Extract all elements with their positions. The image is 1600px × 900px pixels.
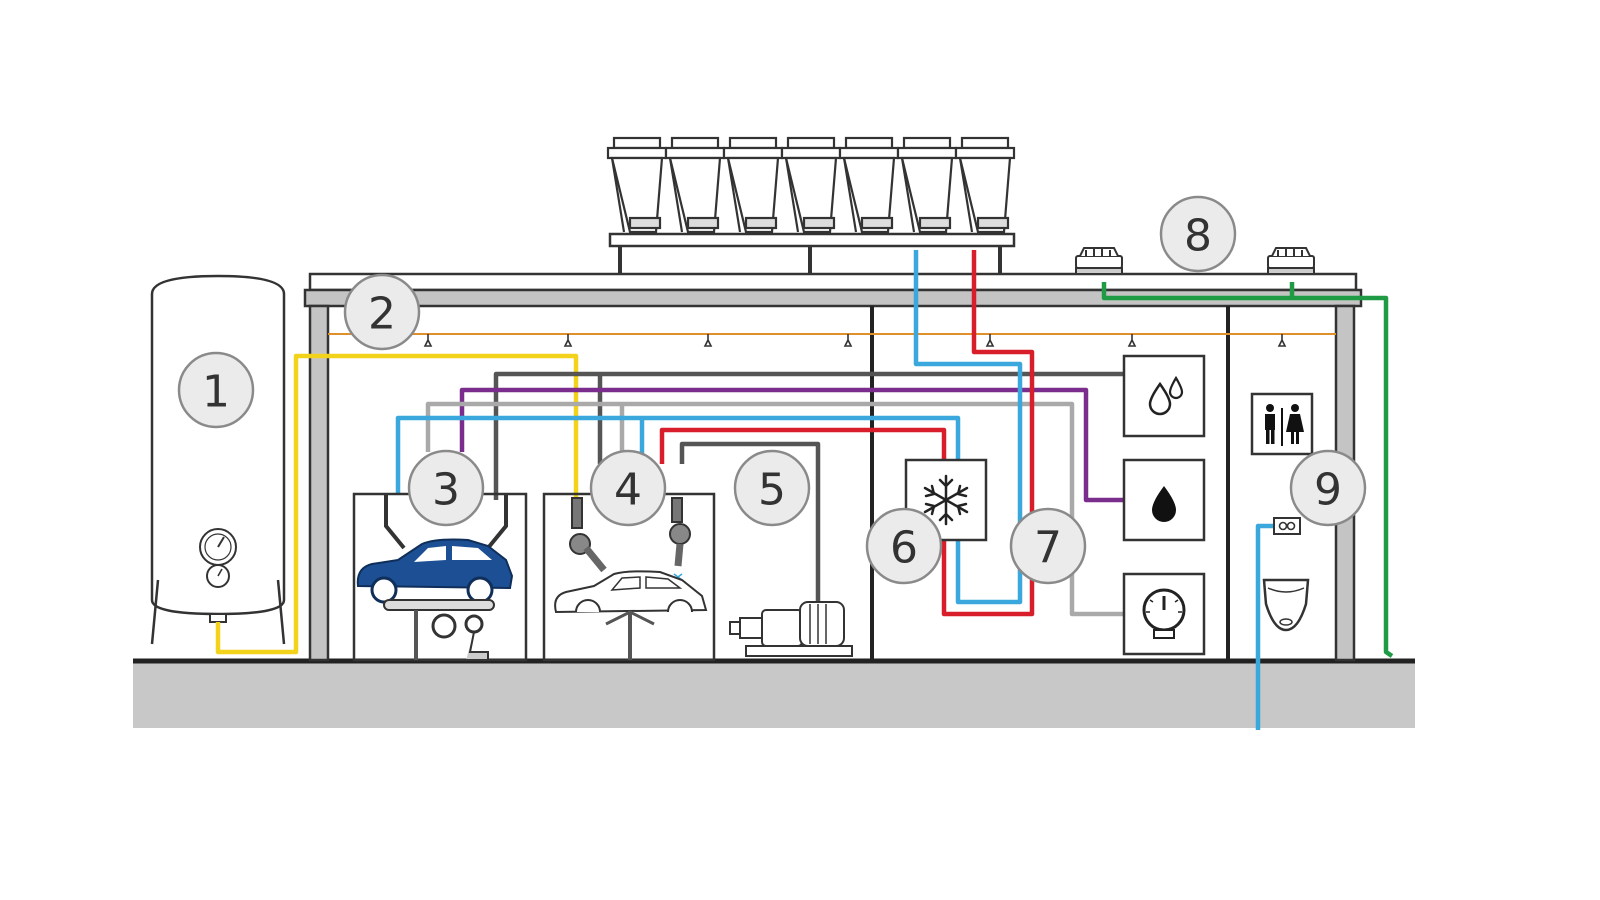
- badge-4: 4: [589, 449, 667, 527]
- droplet-icon: [1122, 458, 1206, 542]
- pressure-tank-icon: [150, 274, 286, 645]
- pipe-purple: [459, 387, 1124, 503]
- badge-label-5: 5: [758, 465, 786, 516]
- badge-1: 1: [177, 351, 255, 429]
- pipe-dark-gray-1: [493, 371, 1124, 500]
- pipe-red: [659, 250, 1035, 617]
- pipe-blue-water: [1255, 523, 1274, 730]
- motor-icon: [729, 601, 853, 657]
- badge-6: 6: [865, 507, 943, 585]
- badge-label-9: 9: [1314, 465, 1342, 516]
- cooling-tower-icon: [606, 136, 1016, 274]
- badge-2: 2: [343, 273, 421, 351]
- sprinkler-heads: [423, 334, 1287, 347]
- ground-slab: [133, 660, 1415, 728]
- badge-label-8: 8: [1184, 211, 1212, 262]
- left-wall: [308, 304, 330, 662]
- roof-fan-icon: [1075, 247, 1123, 275]
- roof-top: [308, 272, 1358, 292]
- pipe-blue-1: [395, 250, 1023, 605]
- water-meter-icon: [1273, 517, 1301, 535]
- badge-label-1: 1: [202, 367, 230, 418]
- badge-label-4: 4: [614, 465, 642, 516]
- car-icon: [356, 538, 514, 661]
- droplets-icon: [1122, 354, 1206, 438]
- badge-label-2: 2: [368, 289, 396, 340]
- roof-fan-icon: [1267, 247, 1315, 275]
- restroom-icon: [1250, 392, 1314, 456]
- pipe-network: [215, 250, 1394, 730]
- badge-5: 5: [733, 449, 811, 527]
- badge-label-6: 6: [890, 523, 918, 574]
- badge-label-7: 7: [1034, 523, 1062, 574]
- pipe-yellow: [215, 353, 579, 655]
- urinal-icon: [1262, 578, 1310, 632]
- badge-7: 7: [1009, 507, 1087, 585]
- badge-3: 3: [407, 449, 485, 527]
- badge-9: 9: [1289, 449, 1367, 527]
- car-body-icon: [554, 570, 708, 660]
- pipe-dark-gray-3: [679, 441, 821, 602]
- badge-label-3: 3: [432, 465, 460, 516]
- pipe-green: [1101, 282, 1394, 658]
- badge-8: 8: [1159, 195, 1237, 273]
- spray-robot-icon: [569, 497, 691, 581]
- gauge-icon: [1122, 572, 1206, 656]
